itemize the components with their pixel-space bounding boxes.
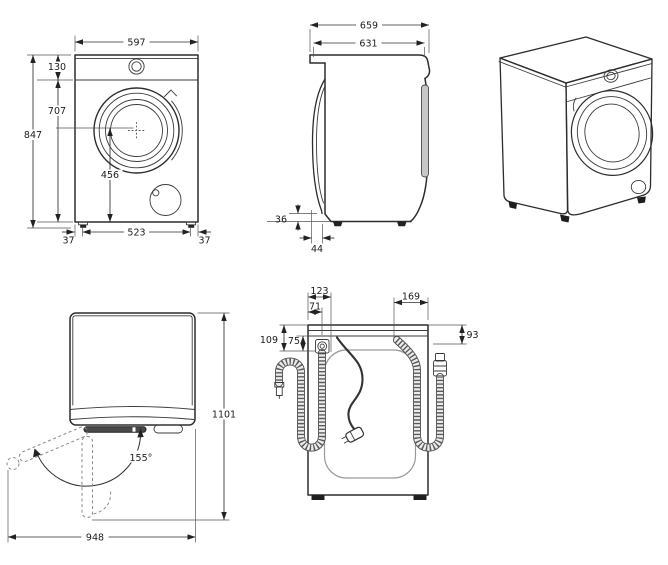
top-door-closed-bar bbox=[83, 426, 147, 433]
top-worktop-inner-edge bbox=[72, 315, 193, 406]
door-open-155-handle-dashed bbox=[6, 457, 20, 470]
drain-hose bbox=[274, 339, 330, 452]
dim-front-total-height: 847 bbox=[24, 130, 42, 141]
dim-side-door-clearance: 36 bbox=[275, 215, 287, 226]
side-front-and-bottom bbox=[324, 62, 412, 223]
detergent-knob-inner bbox=[131, 61, 142, 72]
dim-rear-drain-drop-total: 109 bbox=[260, 335, 278, 346]
rear-back-panel bbox=[323, 349, 417, 479]
dim-rear-inlet-offset: 169 bbox=[402, 292, 420, 303]
door-open-155-dashed bbox=[18, 426, 88, 463]
persp-porthole-door bbox=[570, 89, 654, 177]
dim-depth-door-open: 1101 bbox=[212, 410, 236, 421]
dim-side-door-protrusion: 44 bbox=[311, 244, 323, 255]
rear-foot-right bbox=[413, 495, 427, 500]
swing-arrow-open-end bbox=[33, 448, 41, 458]
drain-filter-cap bbox=[149, 184, 182, 216]
front-feet bbox=[78, 221, 196, 228]
dim-front-top-zone: 130 bbox=[48, 62, 66, 73]
side-foot-rear bbox=[397, 221, 407, 227]
dim-side-total-depth: 659 bbox=[360, 21, 378, 32]
inlet-hose-fitting-nut bbox=[433, 360, 447, 377]
door-handle-arc bbox=[171, 100, 183, 161]
top-door-hinge-mark bbox=[132, 427, 136, 432]
top-view-door-swing: 155° 948 1101 bbox=[6, 312, 241, 544]
side-worktop-lip bbox=[309, 54, 326, 64]
door-notch bbox=[164, 89, 177, 97]
dim-front-width: 597 bbox=[127, 38, 145, 49]
persp-filter-cap bbox=[630, 179, 647, 195]
inlet-hose bbox=[393, 336, 447, 452]
perspective-view bbox=[498, 36, 654, 223]
top-front-band-curve bbox=[70, 416, 195, 420]
dim-front-right-foot: 37 bbox=[198, 236, 210, 247]
dim-front-left-foot: 37 bbox=[62, 236, 74, 247]
side-dimensions: 659 631 36 44 bbox=[267, 19, 430, 255]
side-door-bulge-outer bbox=[311, 78, 326, 215]
side-worktop bbox=[309, 54, 431, 80]
inlet-hose-fitting-tip bbox=[435, 353, 445, 362]
persp-door-handle bbox=[572, 97, 577, 112]
front-dimensions: 597 847 130 707 456 523 37 37 bbox=[20, 35, 211, 247]
side-foot-front bbox=[333, 221, 343, 227]
side-door-bulge-inner bbox=[316, 85, 326, 204]
dim-rear-inlet-drop: 93 bbox=[467, 330, 479, 341]
top-cabinet-outline bbox=[69, 312, 196, 426]
door-open-90-dashed bbox=[81, 436, 93, 518]
dim-front-feet-span: 523 bbox=[127, 228, 145, 239]
door-open-90-handle-dashed bbox=[93, 490, 112, 515]
rear-dimensions: 123 71 169 109 75 93 bbox=[260, 286, 479, 352]
dim-front-lower-zone: 707 bbox=[48, 106, 66, 117]
side-view: 659 631 36 44 bbox=[267, 19, 431, 255]
top-handle-recess bbox=[153, 424, 183, 434]
persp-detergent-knob bbox=[603, 69, 619, 83]
side-rear-hose-guide bbox=[421, 84, 429, 178]
persp-front-face bbox=[565, 58, 653, 216]
persp-top-face bbox=[499, 36, 653, 84]
dim-front-drum-to-floor: 456 bbox=[101, 170, 119, 181]
detergent-knob bbox=[128, 58, 145, 75]
power-plug bbox=[341, 426, 365, 444]
drain-filter-dot bbox=[152, 189, 160, 197]
persp-panel-seam bbox=[567, 77, 651, 102]
rear-view: 123 71 169 109 75 93 bbox=[260, 286, 479, 500]
swing-arrow-near-door bbox=[137, 428, 144, 438]
door-swing-arc bbox=[35, 428, 142, 487]
front-cabinet-outline bbox=[74, 54, 199, 223]
persp-feet bbox=[508, 196, 646, 223]
front-view: 597 847 130 707 456 523 37 37 bbox=[20, 35, 211, 247]
dim-rear-drain-left: 71 bbox=[309, 302, 321, 313]
dim-width-door-open: 948 bbox=[86, 533, 104, 544]
dim-door-angle: 155° bbox=[130, 453, 153, 464]
power-cord bbox=[335, 336, 365, 444]
dim-rear-drain-right: 123 bbox=[310, 286, 328, 297]
swing-dimensions: 155° 948 1101 bbox=[7, 312, 241, 544]
persp-side-face bbox=[499, 57, 569, 215]
dim-side-body-depth: 631 bbox=[359, 39, 377, 50]
drain-outlet-connector bbox=[315, 339, 330, 354]
dim-rear-drain-drop-upper: 75 bbox=[288, 336, 300, 347]
top-front-curve bbox=[69, 406, 196, 410]
rear-cabinet-outline bbox=[307, 324, 429, 496]
porthole-door bbox=[93, 87, 183, 174]
rear-foot-left bbox=[311, 495, 325, 500]
